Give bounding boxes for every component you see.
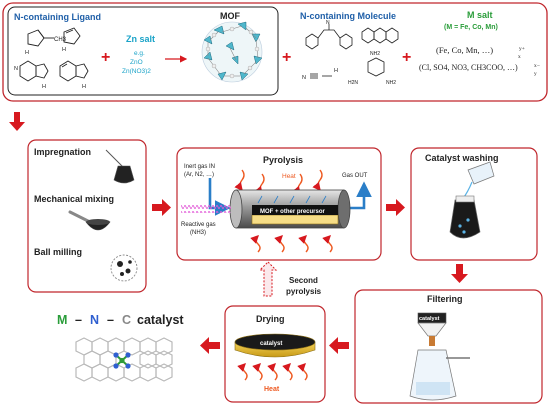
tube-furnace bbox=[229, 189, 351, 229]
inputs-panel: N-containing Ligand CH3 H H N H H bbox=[2, 2, 548, 102]
ball-milling-label: Ball milling bbox=[34, 247, 82, 257]
mortar-pestle-icon bbox=[68, 210, 111, 231]
m-salt-superscript: y+ bbox=[519, 46, 525, 52]
cyanamide-structure bbox=[310, 73, 332, 79]
filtration-apparatus-icon bbox=[409, 312, 470, 401]
drying-heat-arrows bbox=[237, 363, 308, 381]
melamine-nh2-label: NH2 bbox=[370, 51, 380, 57]
mechanical-mixing-label: Mechanical mixing bbox=[34, 194, 114, 204]
drying-catalyst-label: catalyst bbox=[260, 341, 282, 347]
second-pyrolysis-label-1: Second bbox=[289, 276, 318, 285]
mof-framework-illustration bbox=[201, 21, 263, 83]
filtering-title: Filtering bbox=[427, 294, 463, 304]
pyridine-n-label: N bbox=[14, 66, 18, 72]
m-salt-formula-line1: (Fe, Co, Mn, …) bbox=[436, 45, 493, 55]
melamine-nh2-label-2: NH2 bbox=[386, 80, 396, 86]
impregnation-label: Impregnation bbox=[34, 147, 91, 157]
m-salt-subscript: x bbox=[518, 54, 521, 60]
gas-outlet-pipe bbox=[350, 181, 372, 210]
pyrolysis-heat-label: Heat bbox=[282, 173, 296, 180]
plus-sign-2: + bbox=[282, 49, 291, 66]
benzimidazole-structure bbox=[59, 60, 89, 82]
mixing-methods-panel: Impregnation Mechanical mixing Ball mill… bbox=[27, 139, 147, 293]
m-salt-title: M salt bbox=[467, 10, 493, 20]
cyanamide-h-label: H bbox=[334, 68, 338, 74]
n-molecule-title: N-containing Molecule bbox=[300, 11, 396, 21]
melamine-h2n-label: H2N bbox=[348, 80, 358, 86]
washing-flask-icon bbox=[449, 195, 481, 239]
product-m: M bbox=[57, 313, 67, 327]
reactive-gas-example: (NH3) bbox=[190, 230, 206, 236]
drying-dish-icon bbox=[234, 333, 316, 358]
m-salt-formula-line2: (Cl, SO4, NO3, CH3COO, …) bbox=[419, 63, 518, 72]
drying-title: Drying bbox=[256, 314, 285, 324]
catalyst-washing-panel: Catalyst washing bbox=[410, 147, 538, 261]
phenanthroline-structure bbox=[361, 27, 399, 44]
pyrolysis-title: Pyrolysis bbox=[263, 155, 303, 165]
zn-salt-item-1: ZnO bbox=[130, 59, 143, 66]
filter-catalyst-label: catalyst bbox=[419, 316, 440, 322]
impregnation-flask-icon bbox=[105, 149, 135, 184]
ligand-title: N-containing Ligand bbox=[14, 12, 101, 22]
filtering-frame bbox=[354, 289, 543, 404]
arrow-to-filtering bbox=[451, 264, 468, 283]
zn-salt-item-2: Zn(NO3)2 bbox=[122, 68, 151, 75]
imidazole-structure bbox=[63, 27, 81, 45]
melamine-structure bbox=[367, 57, 385, 77]
drying-panel: Drying catalyst Heat bbox=[224, 305, 326, 403]
pyrolysis-heat-arrows-bottom bbox=[250, 235, 333, 253]
tpa-molecule-structure bbox=[305, 24, 353, 50]
second-pyrolysis-arrow bbox=[258, 261, 278, 297]
nh-label-1: H bbox=[25, 50, 29, 56]
arrow-down-to-impregnation bbox=[9, 112, 25, 131]
product-c: C bbox=[122, 313, 131, 327]
product-dash-1: – bbox=[75, 313, 82, 327]
cyanamide-n-label: N bbox=[302, 75, 306, 81]
tube-content-label: MOF + other precursor bbox=[260, 209, 326, 215]
mof-title: MOF bbox=[220, 11, 240, 21]
graphene-lattice-illustration bbox=[75, 337, 173, 382]
pyrolysis-panel: Pyrolysis Inert gas IN (Ar, N2, …) Heat … bbox=[176, 147, 382, 261]
inert-gas-examples: (Ar, N2, …) bbox=[184, 172, 214, 178]
m-salt-superscript-2: x− bbox=[534, 63, 540, 69]
ball-mill-jar-icon bbox=[110, 254, 138, 282]
arrow-to-pyrolysis bbox=[152, 199, 171, 216]
plus-sign-3: + bbox=[402, 49, 411, 66]
nh-label-3: H bbox=[42, 84, 46, 90]
m-salt-subscript-2: y bbox=[534, 71, 537, 77]
methyl-label: CH3 bbox=[54, 37, 67, 43]
arrow-to-drying bbox=[329, 337, 349, 354]
reactive-gas-flow bbox=[181, 205, 231, 213]
inert-gas-in-label: Inert gas IN bbox=[184, 164, 215, 170]
methylimidazole-structure bbox=[27, 29, 54, 47]
filtering-panel: Filtering catalyst bbox=[354, 289, 543, 404]
mnc-product: M – N – C catalyst bbox=[57, 313, 184, 382]
washing-title: Catalyst washing bbox=[425, 153, 499, 163]
product-dash-2: – bbox=[107, 313, 114, 327]
m-salt-subtitle: (M = Fe, Co, Mn) bbox=[444, 24, 498, 31]
imidazopyridine-structure bbox=[19, 60, 49, 82]
drying-heat-label: Heat bbox=[264, 386, 280, 393]
nh-label-4: H bbox=[82, 84, 86, 90]
gas-out-label: Gas OUT bbox=[342, 173, 368, 179]
zn-salt-eg: e.g. bbox=[134, 50, 145, 57]
reactive-gas-label: Reactive gas bbox=[181, 222, 216, 228]
product-suffix: catalyst bbox=[137, 313, 184, 327]
plus-sign-1: + bbox=[101, 49, 110, 66]
tpa-n-label: N bbox=[326, 20, 330, 26]
nh-label-2: H bbox=[62, 47, 66, 53]
second-pyrolysis-label-2: pyrolysis bbox=[286, 287, 322, 296]
zn-salt-title: Zn salt bbox=[126, 34, 155, 44]
arrow-to-washing bbox=[386, 199, 405, 216]
product-n: N bbox=[90, 313, 99, 327]
arrow-to-product bbox=[200, 337, 220, 354]
